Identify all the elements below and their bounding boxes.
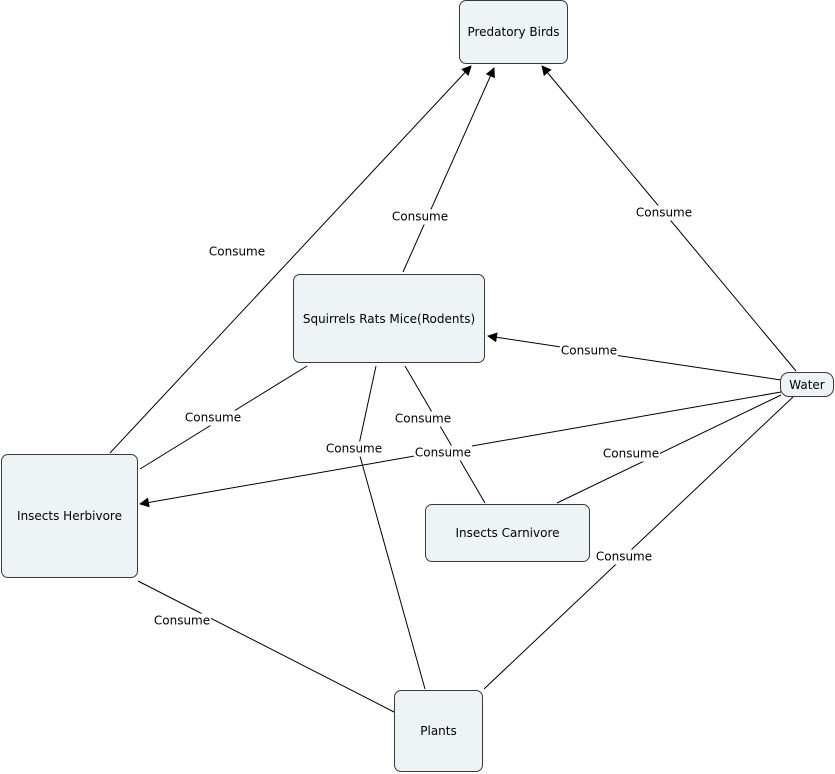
edge-label-rodents-carnivore: Consume <box>393 411 453 427</box>
node-label: Predatory Birds <box>467 25 560 39</box>
node-label: Water <box>789 377 825 392</box>
node-insects-herbivore[interactable]: Insects Herbivore <box>1 454 138 578</box>
node-predatory-birds[interactable]: Predatory Birds <box>459 0 568 64</box>
node-water[interactable]: Water <box>780 372 834 397</box>
edge-herbivore-plants <box>137 580 395 713</box>
node-label: Insects Carnivore <box>455 526 560 540</box>
edge-label-herbivore-plants: Consume <box>152 613 212 629</box>
node-label: Squirrels Rats Mice(Rodents) <box>302 311 476 326</box>
edge-label-herbivore-to-birds: Consume <box>207 244 267 260</box>
node-label: Plants <box>420 724 457 738</box>
node-label: Insects Herbivore <box>17 509 122 523</box>
edge-water-carnivore <box>556 394 782 504</box>
edge-label-water-to-birds: Consume <box>634 205 694 221</box>
node-plants[interactable]: Plants <box>394 690 483 772</box>
edge-rodents-to-birds <box>402 67 495 273</box>
edge-label-rodents-plants: Consume <box>324 441 384 457</box>
edge-label-water-to-herbivore: Consume <box>413 445 473 461</box>
edge-water-to-rodents <box>487 332 782 381</box>
edge-label-water-carnivore: Consume <box>601 446 661 462</box>
edge-herbivore-to-birds <box>109 65 472 454</box>
node-insects-carnivore[interactable]: Insects Carnivore <box>425 504 590 562</box>
edge-label-rodents-herbivore: Consume <box>183 410 243 426</box>
node-rodents[interactable]: Squirrels Rats Mice(Rodents) <box>293 274 485 363</box>
edge-water-plants <box>483 396 794 690</box>
edge-rodents-carnivore <box>404 365 486 504</box>
edge-label-water-to-rodents: Consume <box>559 343 619 359</box>
edge-label-water-plants: Consume <box>594 549 654 565</box>
edge-label-rodents-to-birds: Consume <box>390 209 450 225</box>
